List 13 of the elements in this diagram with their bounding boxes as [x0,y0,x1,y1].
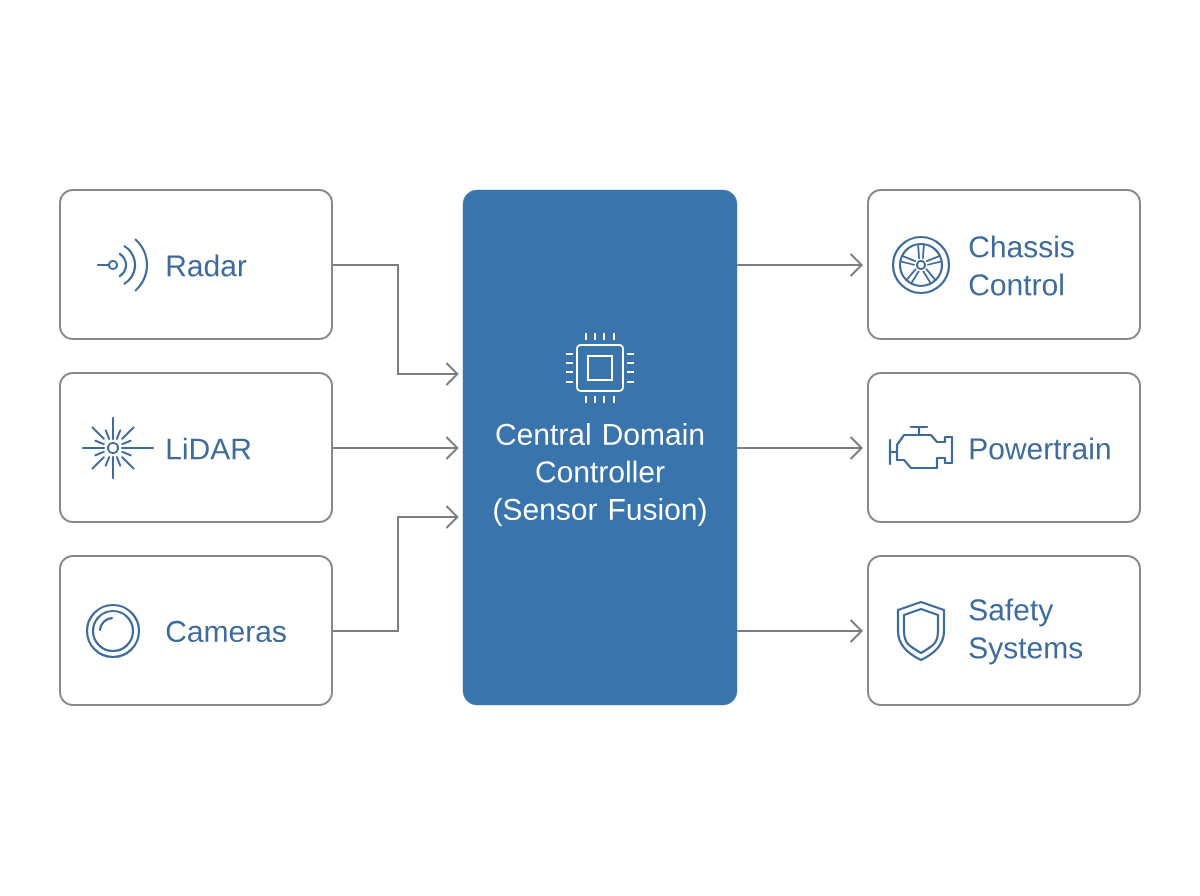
arrow [332,264,459,386]
arrow [736,253,863,277]
arrow [736,619,863,643]
module-box: LiDAR [59,372,333,523]
module-box: Safety Systems [867,555,1141,706]
module-box: Chassis Control [867,189,1141,340]
arrow [332,505,459,632]
controller-block: Central Domain Controller (Sensor Fusion) [462,189,738,706]
arrow [332,436,459,460]
module-box: Cameras [59,555,333,706]
arrow [736,436,863,460]
module-box: Powertrain [867,372,1141,523]
module-box: Radar [59,189,333,340]
